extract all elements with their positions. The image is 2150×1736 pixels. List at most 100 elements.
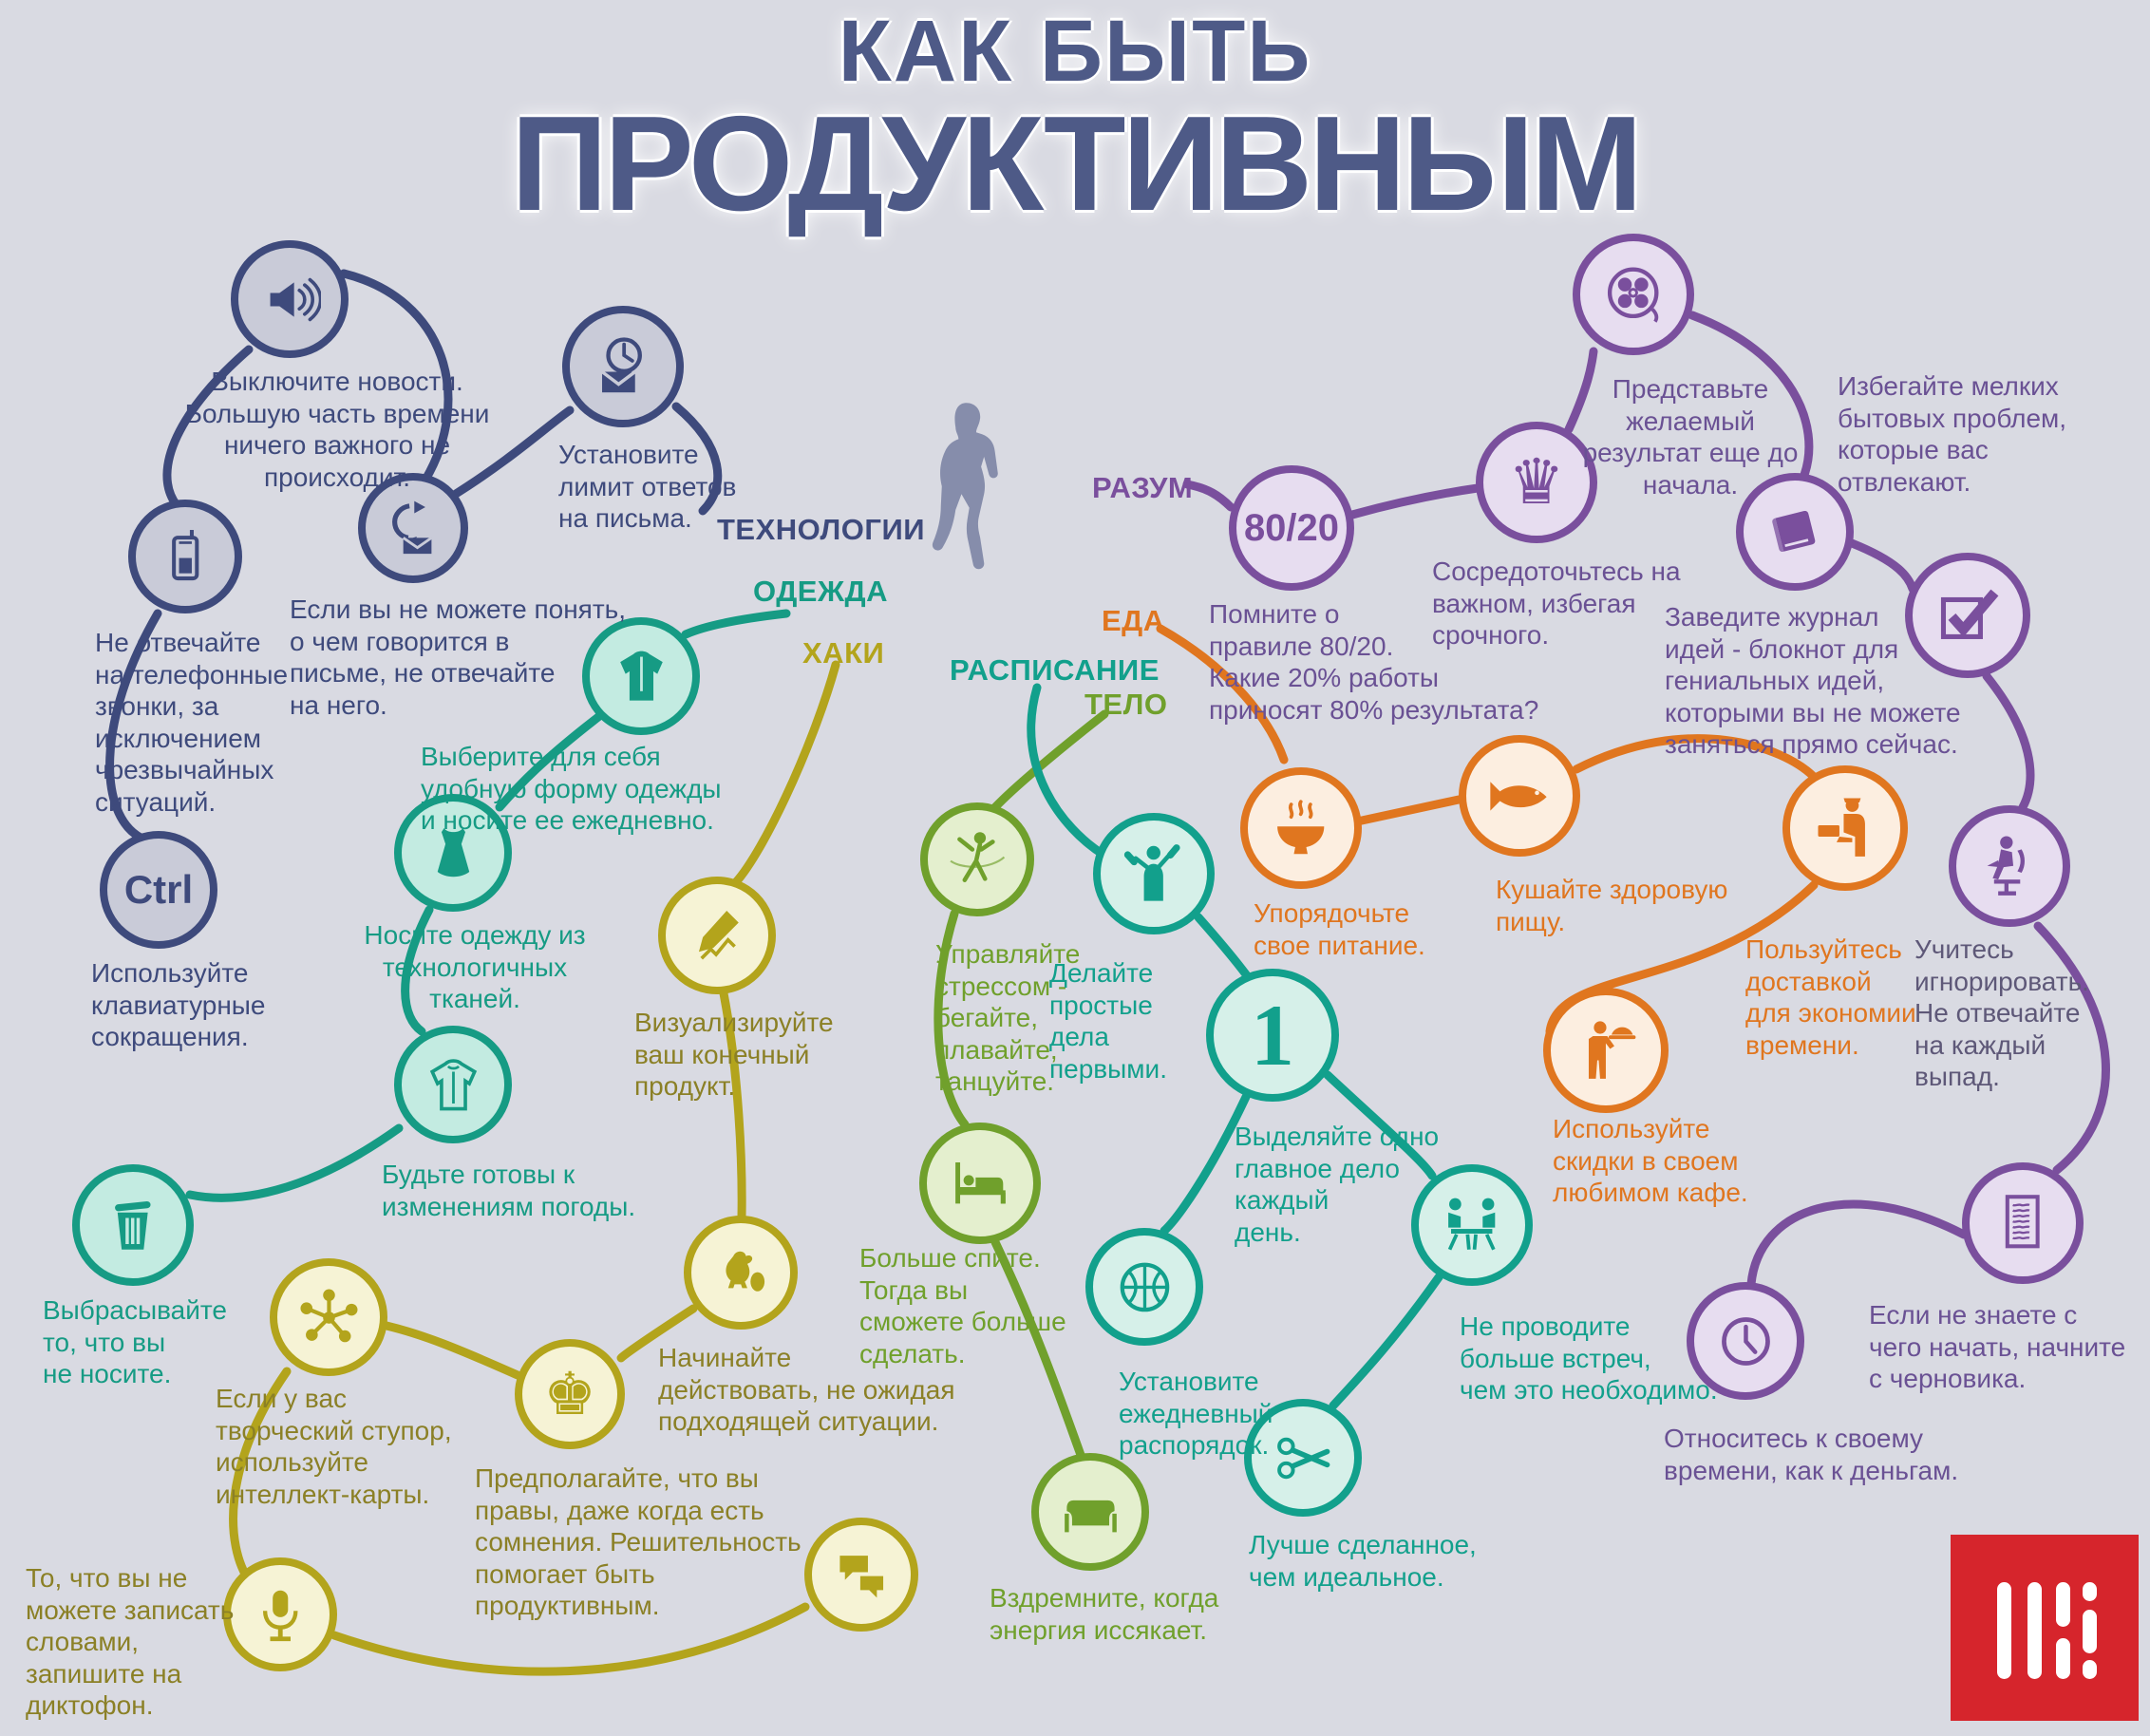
connector-hacks-14 [330,1602,810,1676]
branch-label-hacks: ХАКИ [802,636,885,670]
connector-schedule-22 [1329,1273,1443,1410]
branch-label-schedule: РАСПИСАНИЕ [950,653,1160,687]
main-task-note: Выделяйте одно главное дело каждый день. [1235,1122,1440,1247]
dictaphone-note: То, что вы не можете записать словами, з… [26,1563,235,1721]
bowl-node [1240,767,1362,889]
connector-tech-3 [451,406,575,499]
time-note: Относитесь к своему времени, как к деньг… [1664,1424,1959,1485]
nap-node [1031,1453,1149,1571]
bed-icon [947,1150,1012,1216]
weather-note: Будьте готовы к изменениям погоды. [382,1160,636,1221]
connector-mind-28 [1348,483,1482,519]
ctrl-node-label: Ctrl [123,867,194,912]
waiter-node [1543,988,1669,1113]
desk-person-icon [1976,833,2042,898]
connector-mind-32 [1982,671,2035,812]
start-note: Начинайте действовать, не ожидая подходя… [658,1343,955,1437]
branch-label-mind: РАЗУМ [1092,471,1194,504]
connector-hacks-13 [229,1367,292,1585]
mindmap-node [270,1258,387,1376]
healthy-note: Кушайте здоровую пищу. [1496,875,1728,936]
sleep-note: Больше спите. Тогда вы сможете больше сд… [859,1243,1066,1368]
connector-schedule-21 [1323,1070,1437,1180]
branch-label-body: ТЕЛО [1084,688,1168,721]
draft-note: Если не знаете с чего начать, начните с … [1869,1300,2126,1394]
connector-mind-34 [1746,1199,1969,1289]
routine-note: Установите ежедневный распорядок. [1119,1367,1273,1461]
speech-bubbles-icon [831,1544,892,1605]
chess-node-glyph: ♚ [543,1359,596,1428]
fish-node [1459,735,1580,857]
logo-dot [2083,1660,2097,1679]
logo-bar [2056,1582,2070,1627]
connector-tech-0 [162,345,254,510]
focus-note: Сосредоточьтесь на важном, избегая срочн… [1432,557,1681,651]
visualize-node [658,877,776,994]
couch-icon [1059,1481,1122,1544]
fabric-note: Носите одежду из технологичных тканей. [364,920,586,1014]
stress-node [920,802,1034,916]
discounts-note: Используйте скидки в своем любимом кафе. [1553,1114,1748,1208]
trash-note: Выбрасывайте то, что вы не носите. [43,1295,227,1389]
connector-mind-29 [1564,347,1598,434]
logo-bar [2056,1638,2070,1679]
uniform-note: Выберите для себя удобную форму одежды и… [421,742,722,836]
checkmark-icon [1933,581,2002,650]
microphone-icon [250,1584,311,1645]
one-node: 1 [1206,969,1339,1102]
connector-food-23 [1156,624,1289,764]
man-silhouette [932,403,998,570]
stretch-person-icon [947,829,1008,890]
connector-mind-30 [1688,311,1814,480]
mic-node [223,1557,337,1671]
pencil-chart-icon [686,904,749,968]
shortcuts-note: Используйте клавиатурные сокращения. [91,958,266,1052]
simple-node [1093,813,1215,934]
dress-icon [422,821,485,885]
speaker-icon [258,268,322,331]
result-note: Представьте желаемый результат еще до на… [1582,374,1799,500]
connector-food-24 [1357,795,1463,825]
connector-food-25 [1572,734,1819,782]
phone-note: Не отвечайте на телефонные звонки, за ис… [95,628,289,817]
connector-mind-33 [2033,921,2110,1175]
email-skip-node [358,473,468,583]
bed-node [919,1123,1041,1244]
logo-bar [2027,1582,2042,1679]
connector-mind-31 [1847,538,1917,594]
book-node [1736,473,1854,591]
crown-node-glyph: ♛ [1508,445,1565,519]
crown-node: ♛ [1476,422,1597,543]
ctrl-node: Ctrl [100,831,217,949]
delivery-person-icon [1811,794,1879,862]
email-limit-note: Установите лимит ответов на письма. [558,440,737,534]
connector-hacks-12 [382,1321,522,1380]
chess-node: ♚ [515,1339,625,1449]
waiter-icon [1572,1016,1640,1085]
chicken-egg-icon [710,1242,771,1303]
news-note: Выключите новости. Большую часть времени… [184,367,490,492]
done-note: Лучше сделанное, чем идеальное. [1249,1530,1477,1592]
nap-note: Вздремните, когда энергия иссякает. [990,1583,1219,1645]
connector-hacks-10 [719,989,746,1221]
visualize-note: Визуализируйте ваш конечный продукт. [634,1008,834,1102]
connector-schedule-18 [1027,683,1108,859]
branch-label-tech: ТЕХНОЛОГИИ [717,513,926,546]
trash-icon [100,1192,165,1257]
document-icon [1990,1190,2055,1255]
trash-node [72,1164,194,1286]
clock-mail-icon [590,333,655,399]
logo-bar [2083,1610,2097,1653]
phone-node [128,500,242,613]
pareto-node: 80/20 [1229,465,1354,591]
dumbbell-person-icon [1121,840,1186,906]
delivery-node [1782,765,1908,891]
ignore-note: Учитесь игнорировать. Не отвечайте на ка… [1914,934,2089,1092]
hoodie-icon [610,645,673,708]
film-node [1573,234,1694,355]
uniform-node [582,617,700,735]
document-node [1962,1162,2084,1284]
check-node [1905,553,2030,678]
bowl-icon [1268,795,1333,860]
branch-label-food: ЕДА [1102,604,1165,637]
